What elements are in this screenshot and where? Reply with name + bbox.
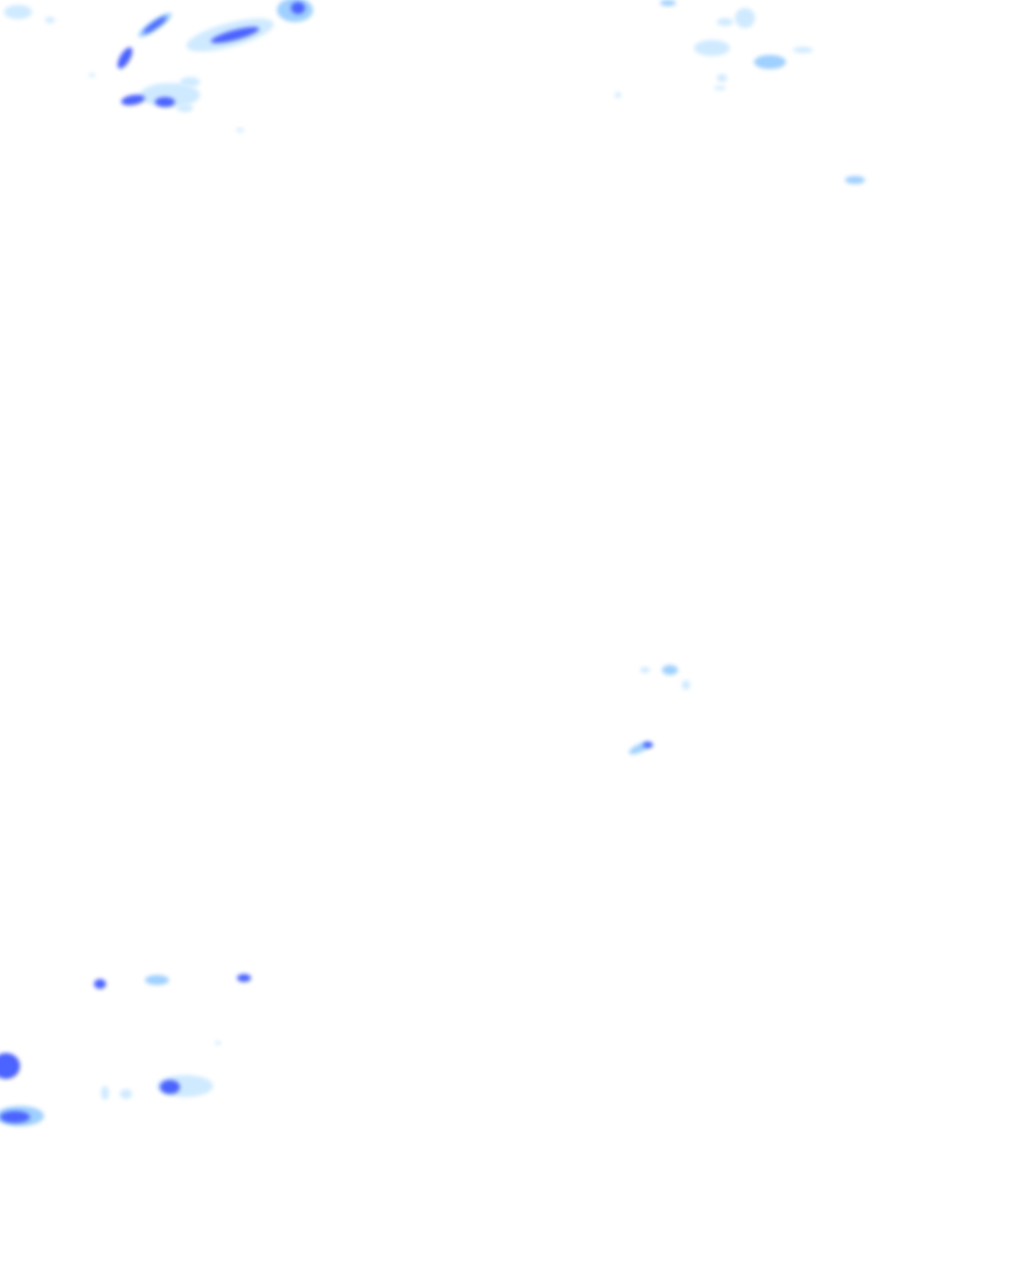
precipitation-cell-light	[177, 104, 193, 112]
precipitation-cell-heavy	[117, 47, 133, 69]
precipitation-cell-light	[735, 8, 755, 28]
precipitation-cell-heavy	[0, 1111, 30, 1123]
precipitation-cell-heavy	[143, 16, 167, 34]
precipitation-cell-heavy	[160, 1080, 180, 1094]
precipitation-cell-light	[120, 1089, 132, 1099]
precipitation-cell-light	[615, 92, 621, 98]
precipitation-cell-light	[714, 86, 726, 90]
precipitation-cell-moderate	[662, 665, 678, 675]
precipitation-cell-light	[101, 1086, 109, 1100]
precipitation-cell-light	[640, 667, 650, 673]
precipitation-cell-moderate	[660, 0, 676, 6]
precipitation-cell-light	[682, 680, 690, 690]
precipitation-cell-light	[89, 73, 95, 77]
precipitation-cell-moderate	[628, 741, 652, 755]
precipitation-cell-light	[717, 74, 727, 82]
precipitation-cell-moderate	[845, 176, 865, 184]
precipitation-cell-light	[4, 5, 32, 19]
precipitation-cell-light	[717, 18, 733, 26]
precipitation-cell-moderate	[754, 55, 786, 69]
precipitation-cell-light	[180, 77, 200, 87]
precipitation-cell-light	[793, 47, 813, 53]
precipitation-cell-light	[140, 83, 200, 107]
precipitation-cell-heavy	[155, 97, 175, 107]
precipitation-cell-light	[236, 128, 244, 132]
precipitation-cell-light	[45, 17, 55, 23]
precipitation-cell-heavy	[643, 742, 653, 748]
precipitation-cell-light	[215, 1041, 221, 1045]
precipitation-cell-moderate	[145, 975, 169, 985]
precipitation-cell-heavy	[237, 974, 251, 982]
precipitation-cell-heavy	[291, 2, 305, 14]
precipitation-cell-heavy	[0, 1053, 20, 1079]
precipitation-cell-light	[694, 40, 730, 56]
precipitation-cell-heavy	[121, 94, 145, 106]
precipitation-cell-heavy	[94, 979, 106, 989]
precipitation-cell-heavy	[210, 26, 260, 44]
